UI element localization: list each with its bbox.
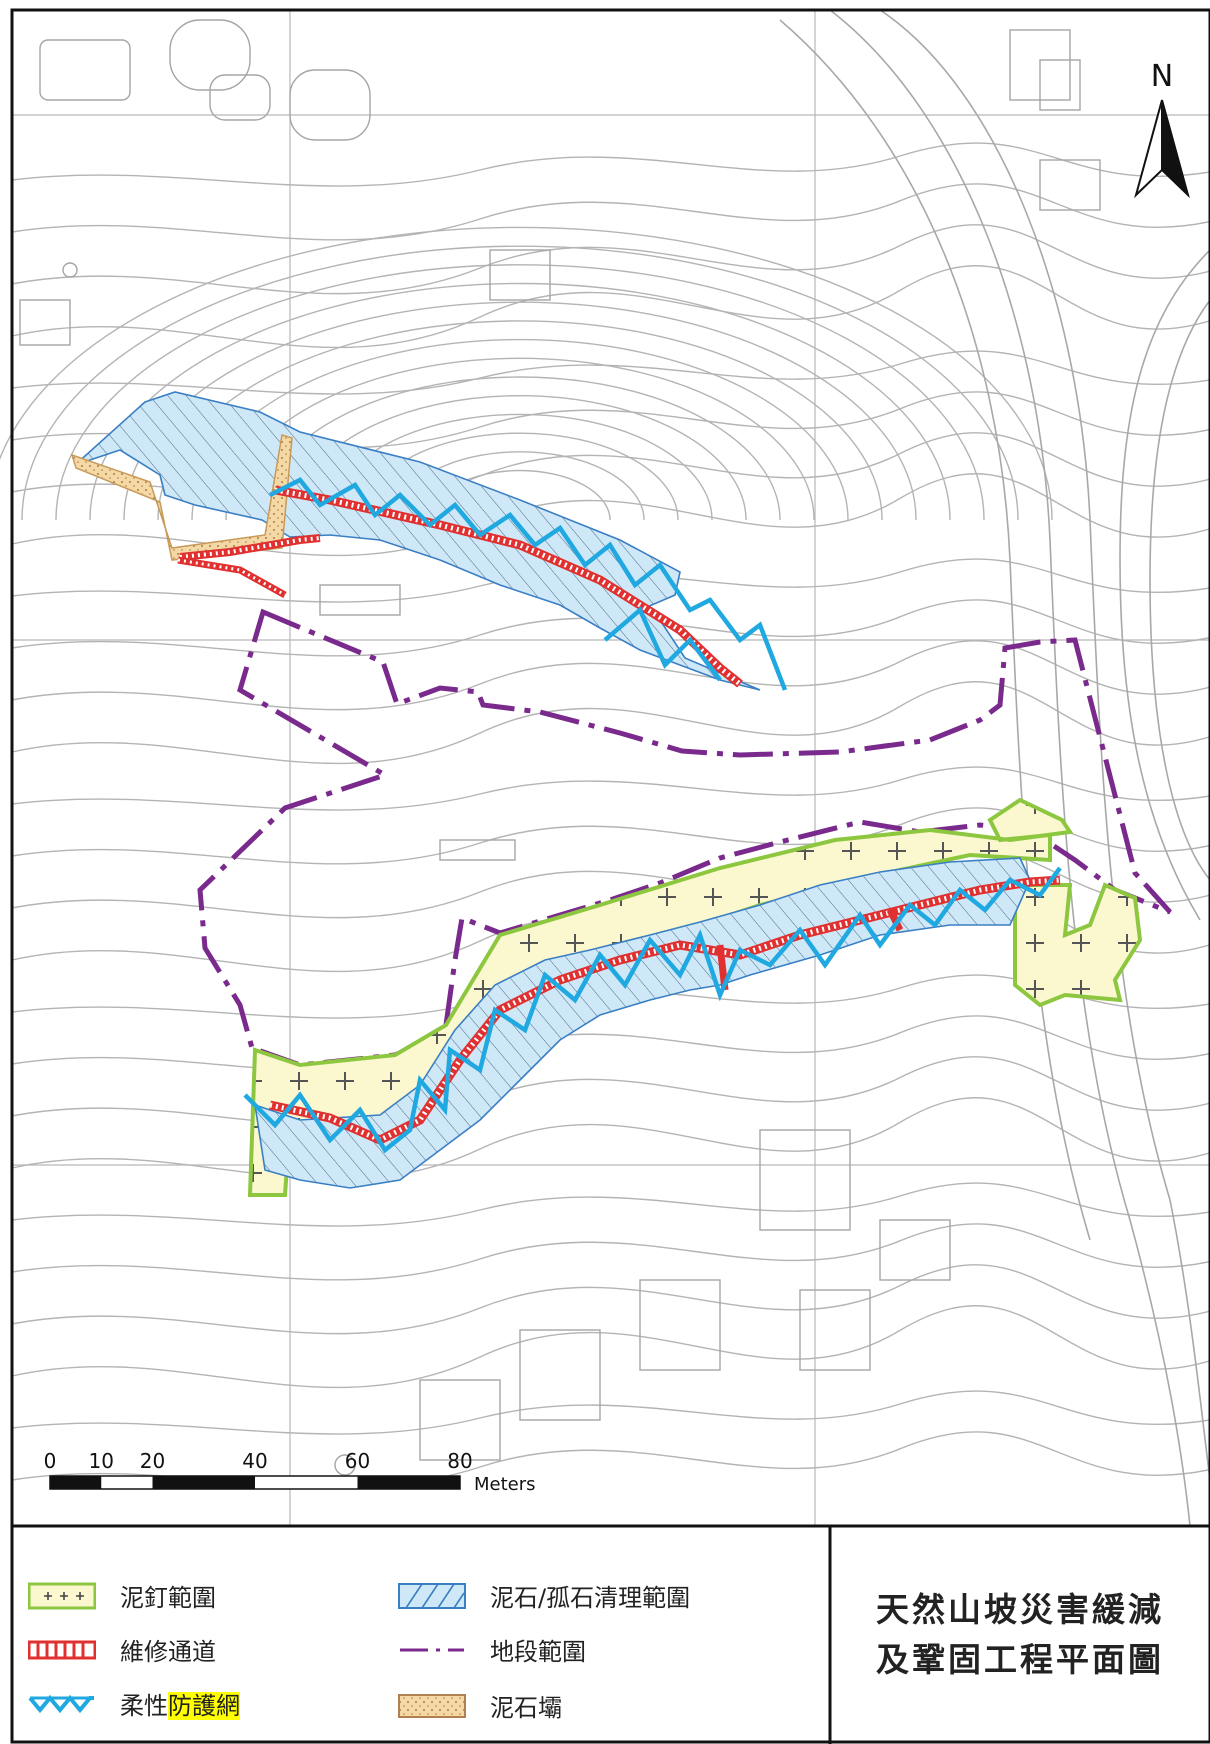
scale-bar	[49, 1475, 461, 1490]
grid-lines	[12, 10, 1210, 1526]
lot-boundary-symbol	[400, 1648, 464, 1651]
maintenance-access	[177, 485, 1061, 1145]
legend-lot-boundary-label: 地段範圍	[490, 1638, 586, 1666]
legend-soil-nail-label: 泥釘範圍	[120, 1584, 216, 1612]
maintenance-access-symbol	[28, 1640, 96, 1659]
boulder-clearance-south	[254, 857, 1031, 1189]
scale-tick-40: 40	[242, 1449, 267, 1473]
map-background	[12, 10, 1210, 1526]
scale-unit: Meters	[474, 1474, 536, 1495]
flexible-barriers	[243, 477, 1062, 1154]
legend-boulder-clearance: 泥石/孤石清理範圍	[398, 1578, 690, 1613]
legend-debris-wall-label: 泥石壩	[490, 1694, 562, 1722]
legend-flexible-barrier-label: 柔性防護網	[120, 1686, 240, 1721]
scale-tick-80: 80	[447, 1449, 472, 1473]
drawing-title-line-2: 及鞏固工程平面圖	[876, 1640, 1164, 1679]
legend-lot-boundary: 地段範圍	[398, 1632, 586, 1667]
contour-lines	[0, 142, 1210, 1489]
legend: 泥釘範圍 維修通道 柔性防護網 泥石/孤石清理範圍	[12, 1526, 830, 1744]
drawing-title-line-1: 天然山坡災害緩減	[876, 1590, 1164, 1629]
scale-tick-20: 20	[140, 1449, 165, 1473]
scale-tick-0: 0	[44, 1449, 57, 1473]
title-block: 天然山坡災害緩減 及鞏固工程平面圖	[830, 1526, 1210, 1744]
legend-flexible-barrier-highlight: 防護網	[168, 1692, 240, 1720]
road-lines	[779, 9, 1210, 1527]
legend-flexible-barrier-plain: 柔性	[120, 1692, 168, 1720]
legend-flexible-barrier: 柔性防護網	[28, 1686, 240, 1721]
soil-nail-symbol	[28, 1582, 96, 1609]
legend-soil-nail: 泥釘範圍	[28, 1578, 216, 1613]
building-outlines	[19, 19, 1101, 1476]
drawing-title: 天然山坡災害緩減 及鞏固工程平面圖	[876, 1585, 1164, 1685]
legend-boulder-clearance-label: 泥石/孤石清理範圍	[490, 1584, 691, 1612]
legend-debris-wall: 泥石壩	[398, 1688, 562, 1723]
soil-nail-area-east	[1013, 882, 1143, 1008]
debris-wall-symbol	[398, 1693, 466, 1718]
scale-tick-10: 10	[89, 1449, 114, 1473]
boulder-clearance-symbol	[398, 1582, 466, 1609]
flexible-barrier-symbol	[28, 1694, 94, 1713]
north-label: N	[1151, 59, 1173, 94]
legend-maintenance-access-label: 維修通道	[120, 1638, 216, 1666]
scale-tick-60: 60	[345, 1449, 370, 1473]
north-arrow: N	[1134, 59, 1190, 199]
legend-maintenance-access: 維修通道	[28, 1632, 216, 1667]
